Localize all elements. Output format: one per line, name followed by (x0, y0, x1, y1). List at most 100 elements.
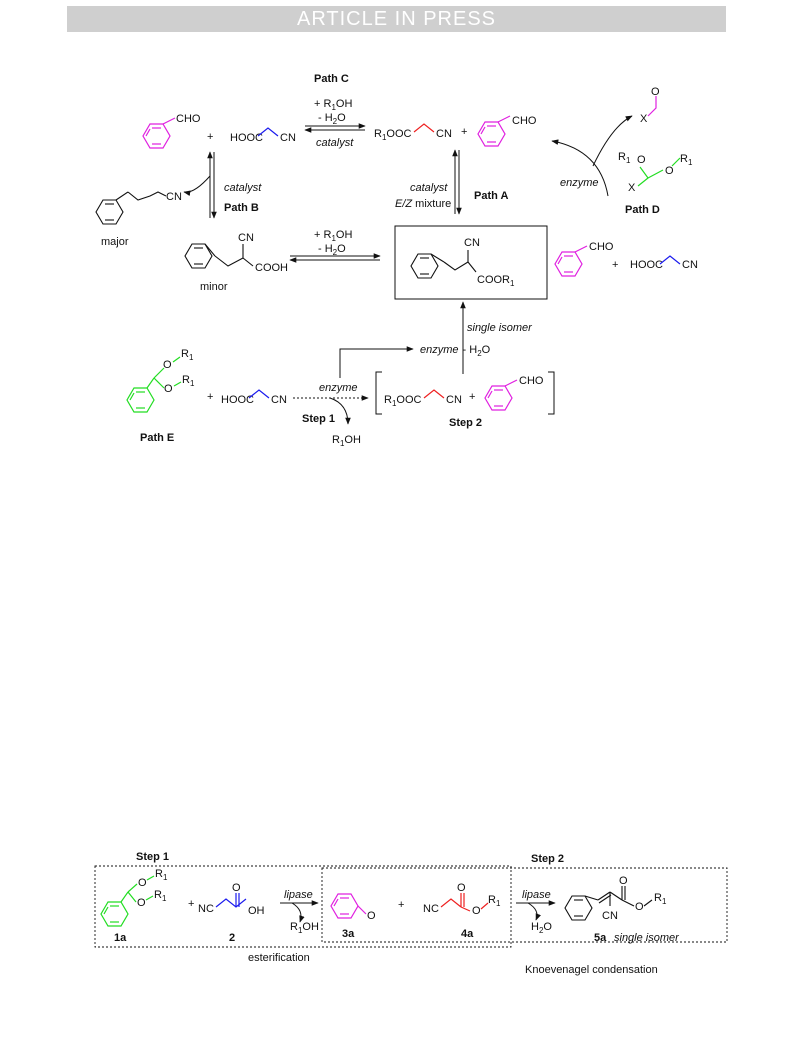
o-acetal-right: O (665, 165, 674, 177)
o-label-4a-ester: O (472, 905, 481, 917)
o-label-5a-ester: O (635, 901, 644, 913)
arrow-decarboxylation (183, 175, 211, 196)
banner-text: ARTICLE IN PRESS (296, 8, 497, 30)
cyanoacrylate-product-structure (410, 250, 477, 279)
reagent-r1oh-mid: + R1OH (314, 229, 352, 243)
o-label-e-bottom: O (164, 383, 173, 395)
step1-label-scheme2: Step 1 (136, 851, 169, 863)
reagent-minus-water-c: - H2O (318, 112, 346, 126)
cyanocinnamic-acid-structure (184, 243, 254, 269)
reagent-minus-water-mid: - H2O (318, 243, 346, 257)
r1-1a-bottom: R1 (154, 889, 167, 903)
arrow-release-water (527, 902, 541, 921)
r1-label-5a: R1 (654, 892, 667, 906)
bracket-right (548, 371, 555, 415)
x-label-acetal: X (628, 182, 636, 194)
arrow-path-d (551, 139, 609, 197)
compound-1a-structure (100, 875, 155, 927)
cn-label-5a: CN (602, 910, 618, 922)
r1ooc-label-1: R1OOC (374, 128, 412, 142)
hooc-label-right: HOOC (630, 259, 663, 271)
step1-dashed-box (94, 865, 512, 948)
path-d-label: Path D (625, 204, 660, 216)
r1-1a-top: R1 (155, 868, 168, 882)
lipase-label-1: lipase (284, 889, 313, 901)
o-1a-top: O (138, 877, 147, 889)
step2-dashed-box (321, 867, 728, 943)
cooh-label: COOH (255, 262, 288, 274)
cn-label-e: CN (271, 394, 287, 406)
benzaldehyde-step2 (484, 379, 518, 411)
catalyst-label-a: catalyst (410, 182, 448, 194)
compound-2-chain (215, 898, 247, 908)
label-4a: 4a (461, 928, 474, 940)
minor-label: minor (200, 281, 228, 293)
o-label-2: O (232, 882, 241, 894)
r1-acetal-left: R1 (618, 151, 631, 165)
article-in-press-banner: ARTICLE IN PRESS (67, 6, 726, 32)
plus-s2-2: + (398, 899, 404, 911)
scheme-1: Path C + R1OH - H2O catalyst CHO + HOOC … (95, 73, 698, 448)
scheme-2: Step 1 Step 2 O R1 O R1 1a + NC O OH 2 l… (94, 851, 728, 976)
acetal-bonds (639, 166, 664, 179)
r1-acetal-right: R1 (680, 153, 693, 167)
cho-label-step2: CHO (519, 375, 544, 387)
arrow-release-r1oh-s2 (291, 902, 305, 923)
compound-4a-chain (440, 898, 462, 908)
plus-s2-1: + (188, 898, 194, 910)
enzyme-minus-water-label: enzyme- H2O (420, 344, 491, 358)
cyanoacetate-chain-1 (413, 123, 435, 133)
water-label-s2: H2O (531, 921, 552, 935)
r1-label-e-top: R1 (181, 348, 194, 362)
major-label: major (101, 236, 129, 248)
benzaldehyde-top-left (142, 117, 176, 149)
nc-label-4a: NC (423, 903, 439, 915)
enzyme-label-step1: enzyme (319, 382, 358, 394)
x-label-aldehyde: X (640, 113, 648, 125)
arrow-path-d-release (592, 115, 633, 167)
step1-label-scheme1: Step 1 (302, 413, 335, 425)
cyanoacetic-chain-1 (257, 127, 279, 137)
compound-5a-structure (564, 886, 653, 921)
step2-label-scheme2: Step 2 (531, 853, 564, 865)
single-isomer-label-2: single isomer (614, 932, 680, 944)
cho-label-1: CHO (176, 113, 201, 125)
o-label-3a: O (367, 910, 376, 922)
plus-1: + (207, 131, 213, 143)
catalyst-label-c: catalyst (316, 137, 354, 149)
enzyme-label-d: enzyme (560, 177, 599, 189)
label-1a: 1a (114, 932, 127, 944)
r1oh-s2: R1OH (290, 921, 319, 935)
cyanoacetate-chain-step2 (423, 389, 445, 399)
cho-label-right: CHO (589, 241, 614, 253)
hooc-label-1: HOOC (230, 132, 263, 144)
x-aldehyde-chain (647, 96, 657, 117)
product-box (394, 225, 548, 300)
benzaldehyde-right (554, 245, 588, 277)
cinnamonitrile-structure (95, 191, 167, 225)
knoevenagel-label: Knoevenagel condensation (525, 964, 658, 976)
lipase-label-2: lipase (522, 889, 551, 901)
cn-label-1: CN (280, 132, 296, 144)
o-label-4a-top: O (457, 882, 466, 894)
nc-label-2: NC (198, 903, 214, 915)
plus-e: + (207, 391, 213, 403)
o-acetal-left: O (637, 154, 646, 166)
label-5a: 5a (594, 932, 607, 944)
o-label-e-top: O (163, 359, 172, 371)
cn-label-major: CN (166, 191, 182, 203)
acetal-r1-bond (671, 157, 681, 167)
cyanoacetic-chain-right (659, 255, 681, 265)
compound-3a-structure (330, 893, 367, 919)
label-3a: 3a (342, 928, 355, 940)
r1ooc-label-step2: R1OOC (384, 394, 422, 408)
cyanoacetic-chain-e (248, 389, 270, 399)
coor1-label: COOR1 (477, 274, 515, 288)
o-1a-bottom: O (137, 897, 146, 909)
acetal-x-bond (637, 177, 649, 187)
path-e-label: Path E (140, 432, 174, 444)
cho-label-2: CHO (512, 115, 537, 127)
path-a-label: Path A (474, 190, 508, 202)
hooc-label-e: HOOC (221, 394, 254, 406)
